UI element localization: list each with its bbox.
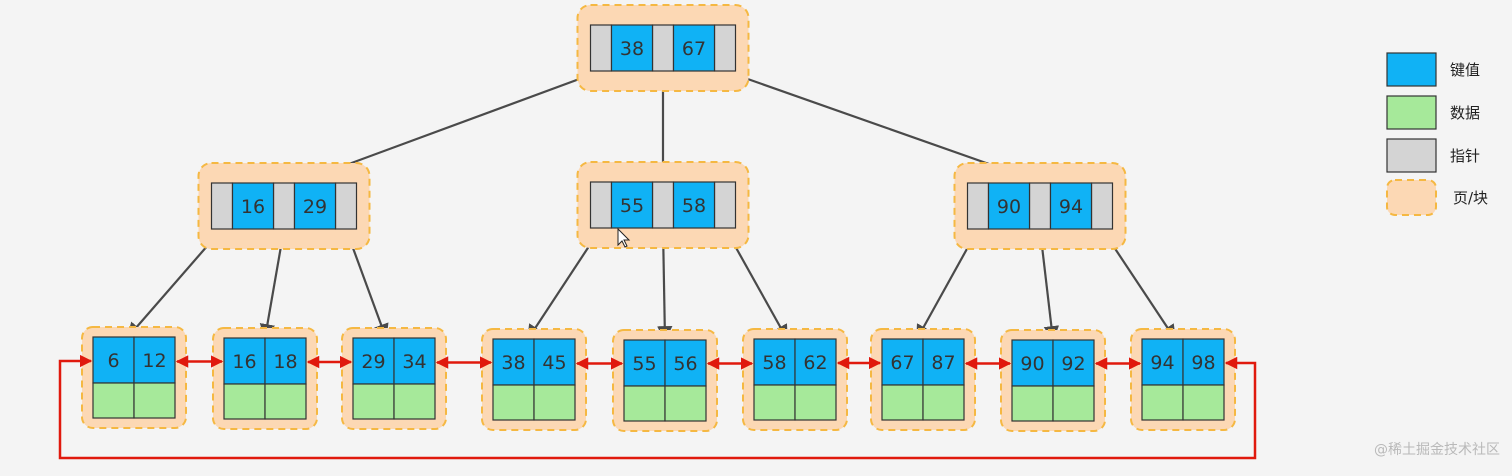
legend-pointer: 指针 [1386,138,1480,173]
data-cell-1 [664,385,707,422]
data-cell-1 [1052,385,1095,422]
data-cell-0 [881,384,924,421]
key-cell-1 [1049,182,1093,230]
key-value: 90 [997,196,1021,218]
key-value: 56 [673,353,697,375]
leaf-node-5: 58 62 [742,328,848,431]
key-value: 58 [762,352,786,374]
leaf-links [58,354,1257,460]
leaf-node-8: 94 98 [1130,328,1236,431]
key-value: 90 [1020,353,1044,375]
pointer-cell-0 [210,182,234,230]
pointer-cell-1 [272,182,296,230]
data-cell-0 [92,382,135,419]
key-value: 29 [303,196,327,218]
key-value: 12 [142,350,166,372]
key-value: 45 [542,352,566,374]
pointer-cell-1 [1028,182,1052,230]
legend-label: 数据 [1450,104,1480,122]
pointer-cell-2 [713,24,737,72]
pointer-cell-0 [589,24,613,72]
data-cell-0 [1141,384,1184,421]
internal-node-1: 55 58 [576,161,750,249]
pointer-cell-1 [651,24,675,72]
root-node: 38 67 [576,4,750,92]
data-cell-1 [922,384,965,421]
pointer-cell-0 [966,182,990,230]
legend-swatch [1386,52,1437,87]
data-cell-0 [623,385,666,422]
key-value: 18 [273,351,297,373]
leaf-node-2: 29 34 [341,327,447,430]
pointer-cell-1 [651,181,675,229]
data-cell-0 [352,383,395,420]
data-cell-1 [1182,384,1225,421]
legend-page: 页/块 [1386,179,1488,216]
key-cell-0 [987,182,1031,230]
legend-label: 指针 [1450,147,1480,165]
data-cell-1 [264,383,307,420]
pointer-cell-2 [713,181,737,229]
key-value: 62 [803,352,827,374]
key-value: 94 [1150,352,1174,374]
leaf-node-3: 38 45 [481,328,587,431]
key-value: 29 [361,351,385,373]
key-value: 55 [620,195,644,217]
key-value: 16 [241,196,265,218]
pointer-cell-2 [1090,182,1114,230]
data-cell-0 [753,384,796,421]
key-value: 38 [620,38,644,60]
key-value: 58 [682,195,706,217]
key-value: 6 [107,350,119,372]
key-cell-1 [672,181,716,229]
legend-label: 键值 [1450,61,1480,79]
key-cell-0 [610,24,654,72]
key-value: 94 [1059,196,1083,218]
watermark-text: @稀土掘金技术社区 [1374,442,1500,458]
pointer-cell-2 [334,182,358,230]
data-cell-0 [1011,385,1054,422]
legend-data: 数据 [1386,95,1480,130]
leaf-node-0: 6 12 [81,326,187,429]
legend-swatch [1386,179,1437,216]
data-cell-0 [492,384,535,421]
data-cell-1 [133,382,176,419]
cursor-icon [617,227,631,248]
key-cell-1 [293,182,337,230]
key-value: 34 [402,351,426,373]
legend-swatch [1386,138,1437,173]
leaf-node-7: 90 92 [1000,329,1106,432]
data-cell-1 [794,384,837,421]
key-value: 38 [501,352,525,374]
key-value: 87 [931,352,955,374]
key-value: 67 [682,38,706,60]
key-cell-1 [672,24,716,72]
key-value: 67 [890,352,914,374]
key-value: 98 [1191,352,1215,374]
key-cell-0 [610,181,654,229]
data-cell-0 [223,383,266,420]
key-value: 16 [232,351,256,373]
legend-key: 键值 [1386,52,1480,87]
leaf-node-6: 67 87 [870,328,976,431]
pointer-cell-0 [589,181,613,229]
data-cell-1 [393,383,436,420]
legend-swatch [1386,95,1437,130]
leaf-wrap-link [58,354,1257,460]
key-value: 92 [1061,353,1085,375]
key-value: 55 [632,353,656,375]
internal-node-2: 90 94 [953,162,1127,250]
legend-label: 页/块 [1453,189,1488,207]
data-cell-1 [533,384,576,421]
leaf-node-4: 55 56 [612,329,718,432]
key-cell-0 [231,182,275,230]
